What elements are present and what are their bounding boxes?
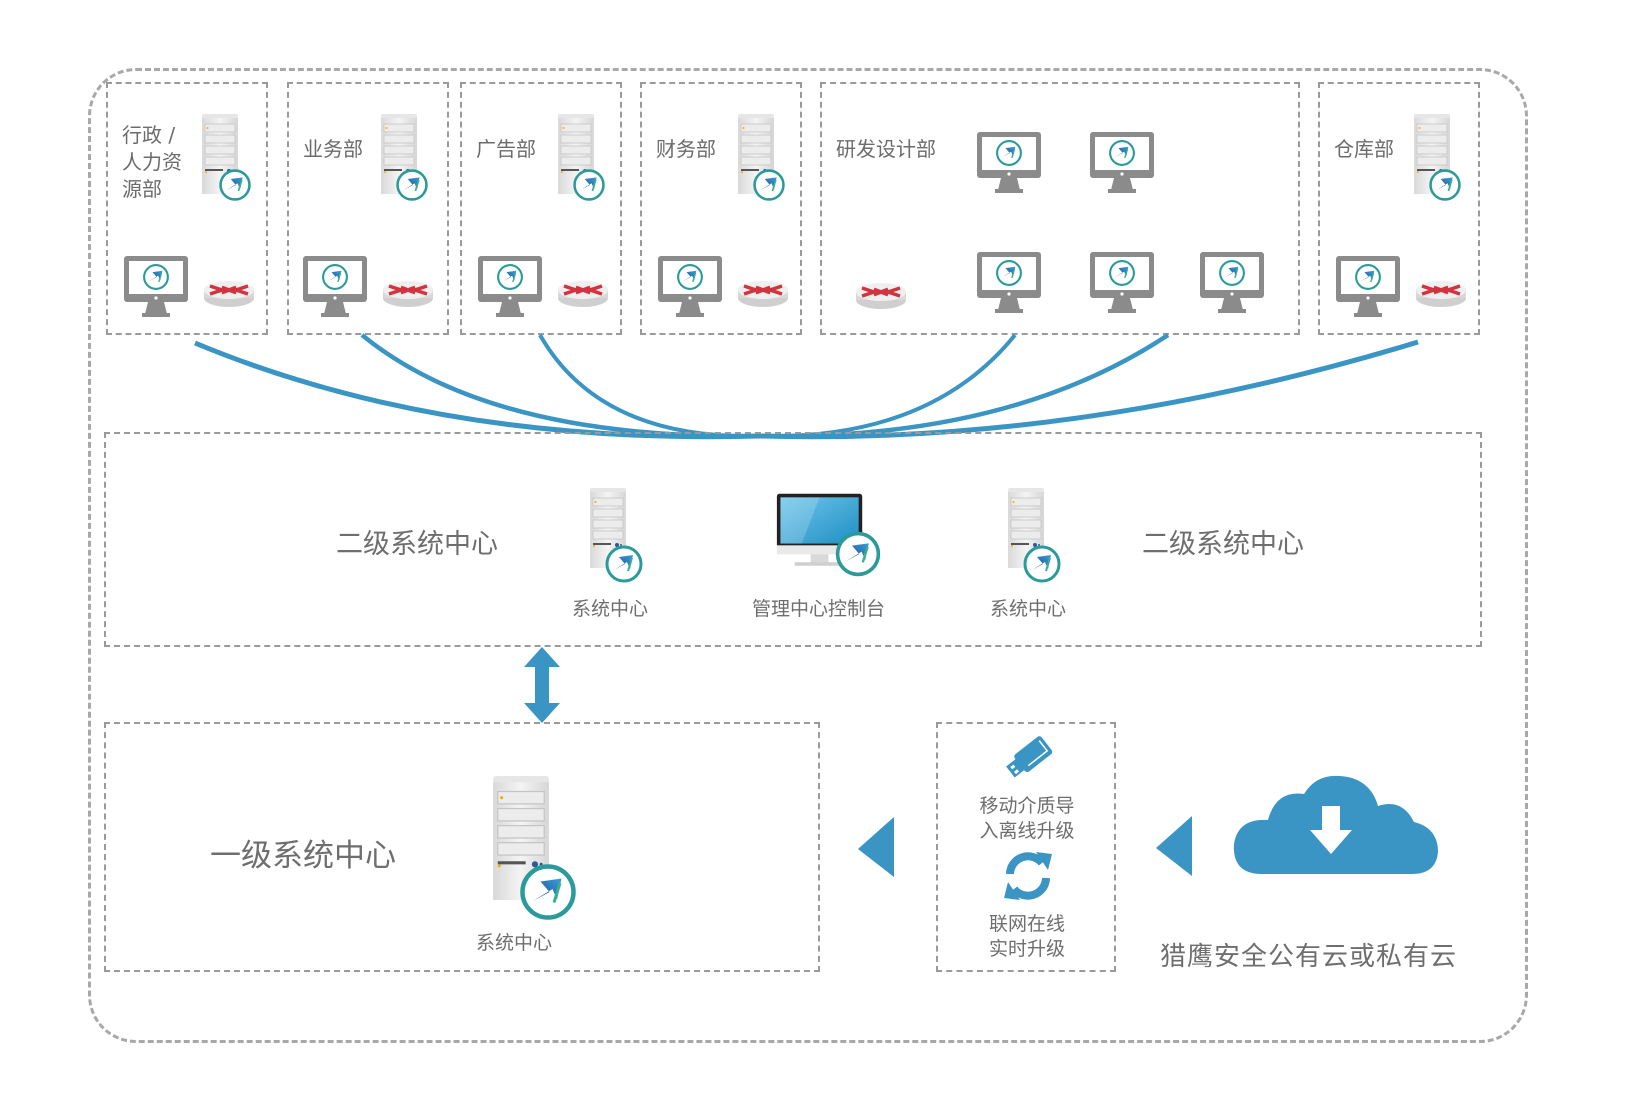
primary-center-title: 一级系统中心 bbox=[210, 838, 396, 874]
network-boundary bbox=[88, 68, 1528, 1043]
offline-upgrade-label: 移动介质导 入离线升级 bbox=[979, 795, 1075, 842]
department-box-rnd-design: 研发设计部 bbox=[820, 82, 1300, 335]
cloud-label: 猎鹰安全公有云或私有云 bbox=[1160, 942, 1458, 972]
sync-refresh-icon bbox=[1004, 852, 1052, 900]
node-label: 管理中心控制台 bbox=[752, 598, 886, 620]
node-label: 系统中心 bbox=[990, 598, 1067, 620]
agent-badge-icon bbox=[834, 530, 882, 578]
secondary-center-title-left: 二级系统中心 bbox=[336, 529, 498, 560]
node-label: 系统中心 bbox=[476, 932, 553, 954]
usb-drive-icon bbox=[1006, 736, 1053, 778]
agent-badge-icon bbox=[518, 862, 578, 922]
department-box-admin-hr: 行政 / 人力资 源部 bbox=[106, 82, 268, 335]
connection-line bbox=[538, 334, 761, 439]
cloud-download-icon bbox=[1233, 775, 1438, 874]
flow-arrow-left-icon bbox=[1156, 816, 1192, 876]
agent-badge-icon bbox=[604, 544, 644, 584]
department-box-business: 业务部 bbox=[287, 82, 449, 335]
department-label: 广告部 bbox=[476, 137, 536, 161]
connection-line bbox=[360, 333, 761, 439]
department-label: 财务部 bbox=[656, 137, 716, 161]
connection-line bbox=[194, 340, 761, 440]
department-box-finance: 财务部 bbox=[640, 82, 802, 335]
connection-line bbox=[759, 333, 1017, 439]
secondary-center-title-right: 二级系统中心 bbox=[1142, 529, 1304, 560]
primary-center-box: 一级系统中心 系统中心 bbox=[104, 722, 820, 972]
connection-line bbox=[759, 339, 1419, 440]
agent-badge-icon bbox=[1022, 544, 1062, 584]
department-box-advertising: 广告部 bbox=[460, 82, 622, 335]
node-label: 系统中心 bbox=[572, 598, 649, 620]
online-upgrade-label: 联网在线 实时升级 bbox=[988, 913, 1065, 960]
upgrade-methods-box: 移动介质导 入离线升级 联网在线 实时升级 bbox=[936, 722, 1116, 972]
connection-line bbox=[759, 333, 1170, 439]
flow-arrow-left-icon bbox=[858, 817, 894, 877]
department-label: 业务部 bbox=[303, 137, 363, 161]
department-label: 研发设计部 bbox=[836, 137, 936, 161]
department-label: 仓库部 bbox=[1334, 137, 1394, 161]
department-box-warehouse: 仓库部 bbox=[1318, 82, 1480, 335]
secondary-center-box: 二级系统中心 二级系统中心 系统中心 管理中心控制台 系统中心 bbox=[104, 432, 1482, 647]
bidirectional-arrow-icon bbox=[524, 647, 560, 723]
department-label: 行政 / 人力资 源部 bbox=[122, 123, 182, 201]
